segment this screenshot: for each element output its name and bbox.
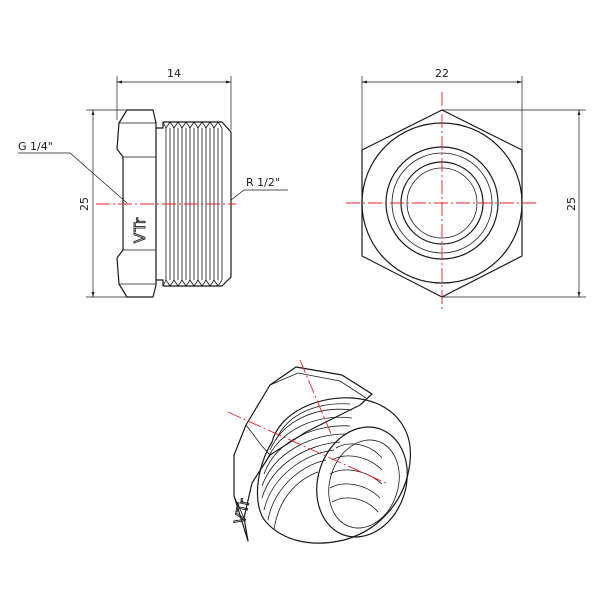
iso-axis-a [227, 411, 389, 485]
side-height-dimension: 25 [78, 197, 91, 211]
front-view: 22 25 [346, 67, 586, 312]
iso-thread-outline [256, 397, 411, 544]
iso-hex-edge-lower [233, 495, 245, 519]
side-view: VTr 14 25 G 1/4" R 1/2" [18, 67, 288, 298]
side-hex-facet-bottom [119, 249, 156, 285]
iso-hex-edge-upper [245, 424, 271, 456]
thread-outer-label: R 1/2" [246, 176, 280, 189]
side-hex-body [116, 109, 157, 298]
iso-view: VTr [227, 359, 411, 544]
thread-outer-leader [230, 189, 288, 201]
iso-brand-logo: VTr [231, 496, 254, 526]
front-width-dimension: 22 [435, 67, 449, 80]
iso-axis-b [299, 359, 333, 437]
thread-inner-leader [18, 152, 128, 204]
iso-bore-thread [329, 443, 383, 513]
side-width-dimension: 14 [167, 67, 181, 80]
iso-hex-edge-middle [269, 372, 367, 399]
side-brand-logo: VTr [131, 217, 149, 243]
front-height-dimension: 25 [565, 197, 578, 211]
thread-inner-label: G 1/4" [18, 140, 53, 153]
iso-hex-body [233, 366, 373, 542]
iso-thread-rings [261, 403, 353, 531]
iso-hex-top-face [269, 366, 373, 395]
side-hex-facet-top [119, 122, 156, 158]
iso-bore-outer [316, 426, 408, 538]
